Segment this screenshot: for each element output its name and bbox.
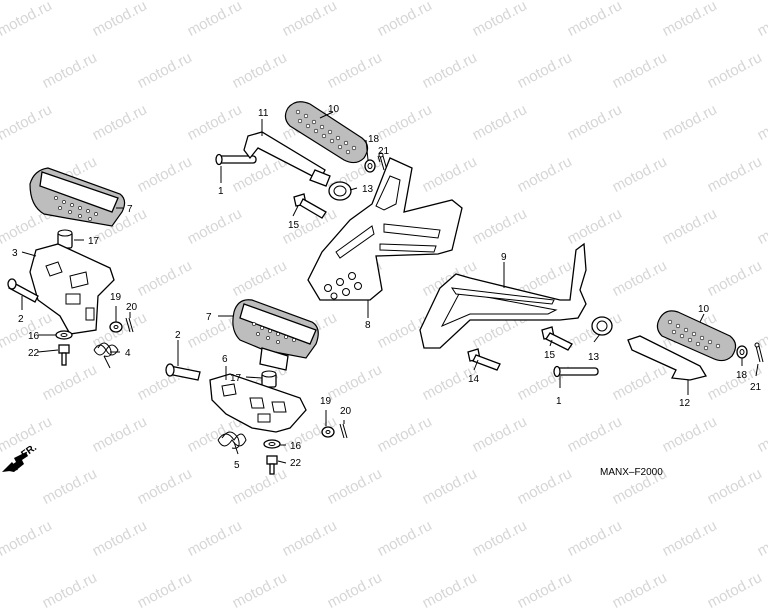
label-20-center: 20 <box>340 406 352 417</box>
label-18-right: 18 <box>736 370 748 381</box>
label-15-top: 15 <box>288 220 300 231</box>
label-22-left: 22 <box>28 348 40 359</box>
label-2-center: 2 <box>175 330 181 341</box>
label-22-center: 22 <box>290 458 302 469</box>
part-pin-1-right <box>553 365 599 378</box>
label-1-top: 1 <box>218 186 224 197</box>
part-bracket-9 <box>419 242 587 349</box>
label-10-top: 10 <box>328 104 340 115</box>
part-cotter-pin-21-top <box>378 152 388 171</box>
part-bolt-22-center <box>266 455 278 475</box>
label-3: 3 <box>12 248 18 259</box>
label-12: 12 <box>679 398 691 409</box>
part-spring-4-left <box>93 342 119 369</box>
label-9: 9 <box>501 252 507 263</box>
part-number-labels: 1 1 2 2 3 4 5 6 7 7 8 9 10 10 11 12 13 1… <box>12 104 762 471</box>
label-18-top: 18 <box>368 134 380 145</box>
label-13-right: 13 <box>588 352 600 363</box>
part-cotter-pin-20-center <box>339 423 348 439</box>
label-2-left: 2 <box>18 314 24 325</box>
part-footpeg-rubber-10-right <box>656 310 737 362</box>
part-collar-13-right <box>591 316 613 336</box>
part-bolt-15-right <box>541 326 573 351</box>
part-holder-3-left <box>29 243 115 335</box>
part-washer-19-left <box>109 321 123 333</box>
part-washer-16-left <box>55 330 73 340</box>
label-7-left: 7 <box>127 204 133 215</box>
part-pin-1-top <box>215 153 257 166</box>
part-washer-16-center <box>263 439 281 449</box>
part-washer-18-right <box>736 345 748 359</box>
part-cotter-pin-21-right <box>754 342 764 363</box>
label-14: 14 <box>468 374 480 385</box>
label-5: 5 <box>234 460 240 471</box>
part-bolt-22-left <box>58 344 70 366</box>
part-step-holder-11-top <box>243 131 331 187</box>
part-holder-6-center <box>209 373 307 433</box>
label-6: 6 <box>222 354 228 365</box>
part-footpeg-rubber-7-left <box>29 167 126 227</box>
part-pin-2-left <box>7 278 39 303</box>
label-21-right: 21 <box>750 382 762 393</box>
label-15-right: 15 <box>544 350 556 361</box>
label-1-right: 1 <box>556 396 562 407</box>
leader-lines <box>21 111 759 464</box>
label-10-right: 10 <box>698 304 710 315</box>
label-7-center: 7 <box>206 312 212 323</box>
part-pin-2-center <box>165 363 201 381</box>
exploded-view: 1 1 2 2 3 4 5 6 7 7 8 9 10 10 11 12 13 1… <box>2 101 764 478</box>
label-13-top: 13 <box>362 184 374 195</box>
label-20-left: 20 <box>126 302 138 313</box>
label-21-top: 21 <box>378 146 390 157</box>
part-collar-17-center <box>261 370 277 388</box>
part-step-holder-12-right <box>627 335 708 381</box>
label-16-left: 16 <box>28 331 40 342</box>
label-4: 4 <box>125 348 131 359</box>
label-19-center: 19 <box>320 396 332 407</box>
front-direction-arrow: FR. <box>2 442 39 472</box>
part-washer-19-center <box>321 426 335 438</box>
part-washer-18-top <box>364 159 376 173</box>
part-spring-5-center <box>217 431 247 449</box>
part-cotter-pin-20-left <box>125 317 134 333</box>
label-17-center: 17 <box>230 373 242 384</box>
part-footpeg-rubber-10-top <box>284 101 369 164</box>
part-bracket-8 <box>307 157 463 301</box>
diagram-code: MANX–F2000 <box>600 467 663 478</box>
part-bolt-14-right <box>467 348 501 371</box>
label-16-center: 16 <box>290 441 302 452</box>
label-8: 8 <box>365 320 371 331</box>
part-footpeg-rubber-7-center <box>232 299 319 371</box>
label-11: 11 <box>258 108 269 119</box>
label-19-left: 19 <box>110 292 122 303</box>
part-collar-13-top <box>328 181 352 201</box>
part-bolt-15-top <box>293 193 327 219</box>
label-17-left: 17 <box>88 236 100 247</box>
